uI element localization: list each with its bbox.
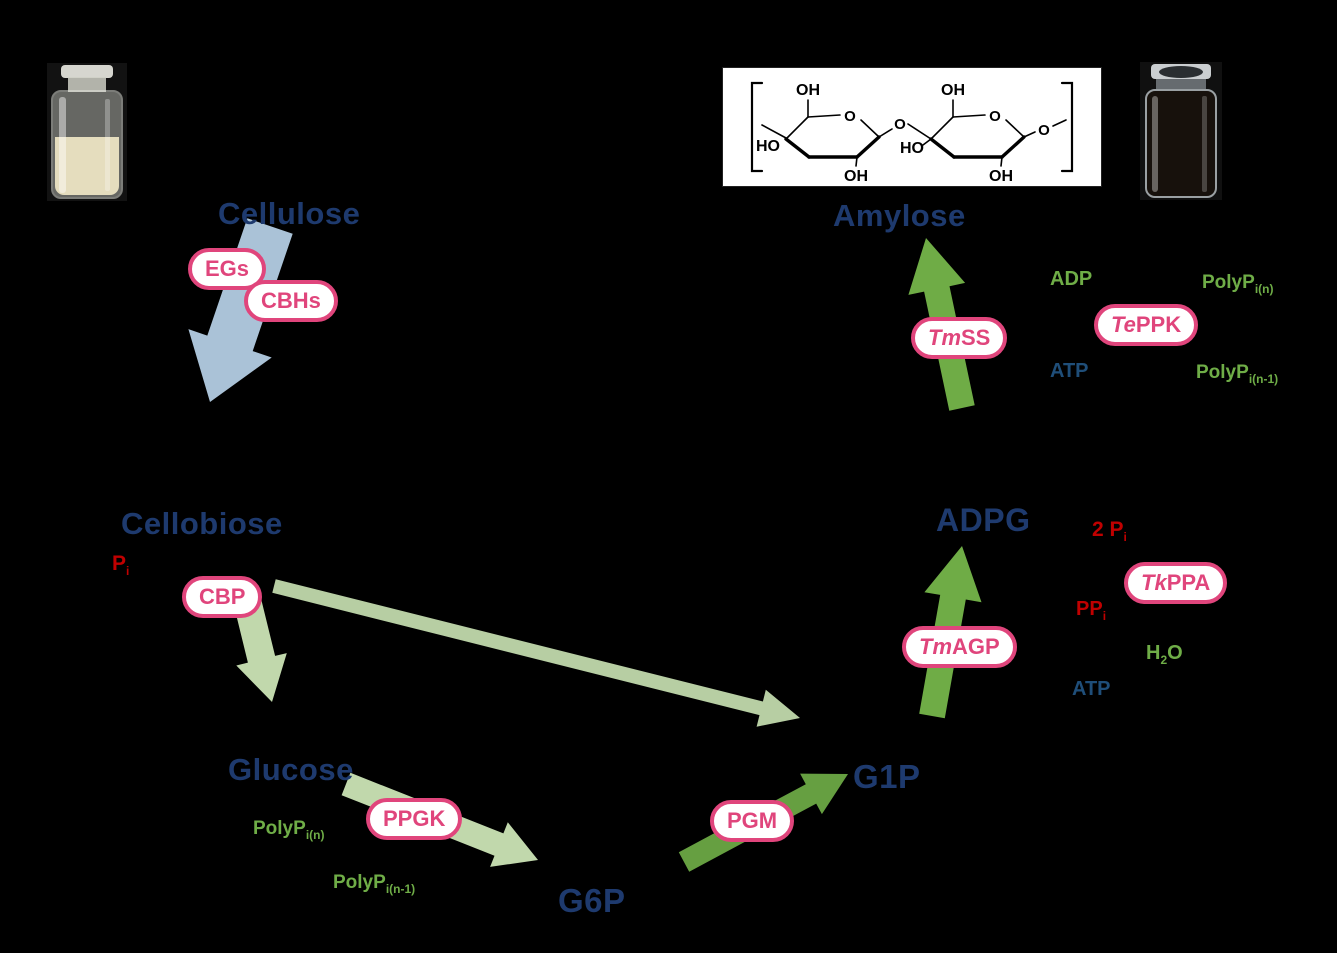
enzyme-tmss-species: Tm: [928, 325, 961, 350]
arrow-cellobiose-to-glucose: [232, 592, 287, 702]
node-glucose: Glucose: [228, 752, 354, 787]
enzyme-egs: EGs: [188, 248, 267, 290]
cofactor-polyp-n-top: PolyPi(n): [1202, 272, 1274, 296]
structure-oh-top-1: OH: [796, 82, 820, 99]
enzyme-ppgk-label: PPGK: [383, 806, 446, 831]
amylose-structure-figure: OH OH HO HO OH OH O O O O: [722, 67, 1102, 187]
cofactor-atp-top: ATP: [1050, 360, 1089, 382]
enzyme-cbhs: CBHs: [244, 280, 338, 322]
enzyme-tkppa: TkPPA: [1124, 562, 1228, 604]
structure-oh-top-2: OH: [941, 82, 965, 99]
structure-ho-1: HO: [756, 138, 780, 155]
structure-bridge-o: O: [894, 116, 906, 133]
cofactor-ppi: PPi: [1076, 598, 1107, 623]
enzyme-teppk: TePPK: [1094, 304, 1199, 346]
cofactor-pi: Pi: [112, 552, 130, 579]
cellulose-vial-drawing: [47, 63, 127, 201]
enzyme-egs-label: EGs: [205, 256, 250, 281]
cofactor-polyp-n1-bottom: PolyPi(n-1): [333, 872, 416, 896]
amylose-vial-photo: [1140, 62, 1222, 200]
structure-oh-bottom-2: OH: [989, 168, 1013, 185]
enzyme-tkppa-label: PPA: [1166, 570, 1211, 595]
cofactor-2pi: 2 Pi: [1092, 518, 1127, 545]
enzyme-tmagp-label: AGP: [952, 634, 1000, 659]
enzyme-teppk-species: Te: [1111, 312, 1136, 337]
node-amylose: Amylose: [833, 198, 966, 233]
enzyme-teppk-label: PPK: [1135, 312, 1182, 337]
enzyme-ppgk: PPGK: [366, 798, 463, 840]
enzyme-tmagp-species: Tm: [919, 634, 952, 659]
enzyme-cbp: CBP: [182, 576, 263, 618]
node-g1p: G1P: [853, 758, 921, 795]
enzyme-pgm-label: PGM: [727, 808, 778, 833]
node-cellobiose: Cellobiose: [121, 506, 283, 541]
enzyme-cbhs-label: CBHs: [261, 288, 321, 313]
amylose-structure-drawing: OH OH HO HO OH OH O O O O: [722, 67, 1102, 187]
enzyme-tmss-label: SS: [961, 325, 991, 350]
structure-oh-bottom-1: OH: [844, 168, 868, 185]
structure-ring-o-1: O: [844, 108, 856, 125]
cofactor-h2o: H2O: [1146, 642, 1183, 667]
cofactor-atp-right: ATP: [1072, 678, 1111, 700]
structure-ring-o-2: O: [989, 108, 1001, 125]
arrow-cellobiose-to-g1p: [272, 579, 800, 727]
cofactor-polyp-n-bottom: PolyPi(n): [253, 818, 325, 842]
node-g6p: G6P: [558, 882, 626, 919]
structure-ho-2: HO: [900, 140, 924, 157]
amylose-vial-drawing: [1140, 62, 1222, 200]
enzyme-pgm: PGM: [710, 800, 795, 842]
node-adpg: ADPG: [936, 502, 1031, 538]
enzyme-tkppa-species: Tk: [1141, 570, 1167, 595]
cellulose-vial-photo: [47, 63, 127, 201]
node-cellulose: Cellulose: [218, 196, 361, 231]
enzyme-cbp-label: CBP: [199, 584, 246, 609]
structure-end-o: O: [1038, 122, 1050, 139]
enzyme-tmss: TmSS: [911, 317, 1008, 359]
cofactor-adp: ADP: [1050, 268, 1093, 290]
enzyme-tmagp: TmAGP: [902, 626, 1017, 668]
cofactor-polyp-n1-top: PolyPi(n-1): [1196, 362, 1279, 386]
arrow-cellulose-to-cellobiose: [188, 218, 293, 402]
